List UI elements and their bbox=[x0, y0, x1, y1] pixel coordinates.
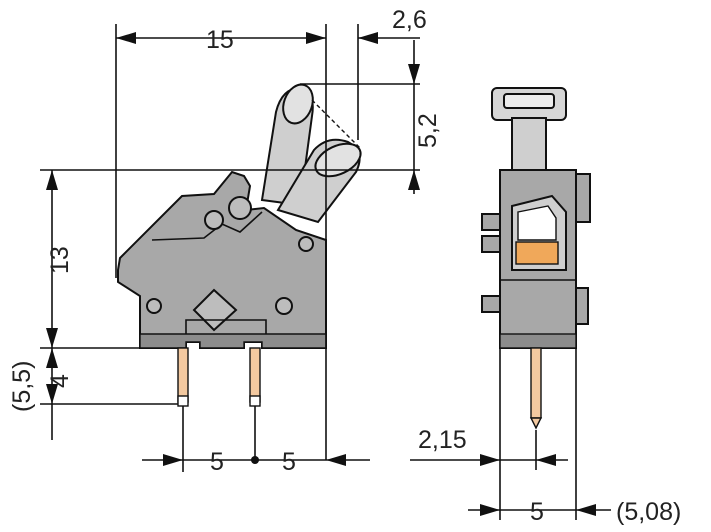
housing-base-shade bbox=[139, 333, 327, 349]
label-side-5: 5 bbox=[530, 498, 544, 526]
solder-pin-right-tip bbox=[249, 395, 261, 407]
side-spring-contact bbox=[515, 241, 559, 265]
arrow-2-15-right bbox=[536, 454, 556, 466]
label-height-13: 13 bbox=[46, 246, 74, 274]
side-lever-slot bbox=[503, 93, 555, 109]
lever-rear-cap bbox=[282, 83, 314, 125]
housing-hole-2 bbox=[228, 196, 252, 220]
arrow-13-bottom bbox=[46, 328, 58, 348]
solder-pin-left-tip bbox=[177, 395, 189, 407]
arrow-15-left bbox=[116, 32, 136, 44]
arrow-5-2-bottom bbox=[408, 170, 420, 190]
arrow-side-5-left bbox=[480, 504, 500, 516]
arrow-13-top bbox=[46, 170, 58, 190]
side-housing-top-tab bbox=[575, 173, 591, 223]
label-pin-5-5: (5,5) bbox=[8, 361, 36, 412]
label-side-5-08: (5,08) bbox=[616, 498, 681, 526]
label-pin-4: 4 bbox=[46, 374, 74, 388]
label-offset-2-6: 2,6 bbox=[392, 6, 427, 34]
arrow-15-right bbox=[306, 32, 326, 44]
label-side-2-15: 2,15 bbox=[418, 426, 467, 454]
label-width-15: 15 bbox=[206, 26, 234, 54]
housing-hole-1 bbox=[204, 210, 224, 230]
arrow-2-6 bbox=[358, 32, 378, 44]
front-view bbox=[117, 83, 362, 407]
arrow-2-15-left bbox=[480, 454, 500, 466]
side-lever-shaft bbox=[511, 117, 547, 175]
side-view bbox=[481, 87, 591, 430]
front-dimensions: 15 2,6 5,2 13 4 (5,5) 5 5 bbox=[8, 6, 442, 476]
arrow-side-5-right bbox=[576, 504, 596, 516]
label-pitch-left-5: 5 bbox=[210, 448, 224, 476]
side-housing-left-lug-3 bbox=[481, 295, 501, 313]
pitch-center-dot bbox=[251, 456, 259, 464]
label-pitch-right-5: 5 bbox=[282, 448, 296, 476]
label-lever-5-2: 5,2 bbox=[414, 113, 442, 148]
arrow-pitch-left bbox=[163, 454, 183, 466]
arrow-4-top bbox=[46, 348, 58, 368]
lever-swing-dashed-line bbox=[311, 99, 361, 149]
side-solder-pin bbox=[530, 347, 542, 419]
housing-hole-5 bbox=[298, 236, 314, 252]
arrow-4-bottom bbox=[46, 384, 58, 404]
side-dimensions: 2,15 5 (5,08) bbox=[410, 348, 681, 526]
solder-pin-right bbox=[249, 347, 261, 403]
side-spring-clamp bbox=[517, 205, 557, 241]
arrow-pitch-right bbox=[326, 454, 346, 466]
solder-pin-left bbox=[177, 347, 189, 403]
housing-hole-4 bbox=[275, 297, 293, 315]
side-housing-left-lug-2 bbox=[481, 235, 501, 253]
arrow-5-2-top bbox=[408, 64, 420, 84]
side-housing-bottom-tab bbox=[575, 287, 589, 325]
side-housing-left-lug-1 bbox=[481, 213, 501, 231]
housing-hole-3 bbox=[146, 298, 162, 314]
pin-recess bbox=[185, 319, 267, 334]
side-solder-pin-tip bbox=[529, 417, 543, 430]
side-housing-base bbox=[499, 333, 577, 349]
